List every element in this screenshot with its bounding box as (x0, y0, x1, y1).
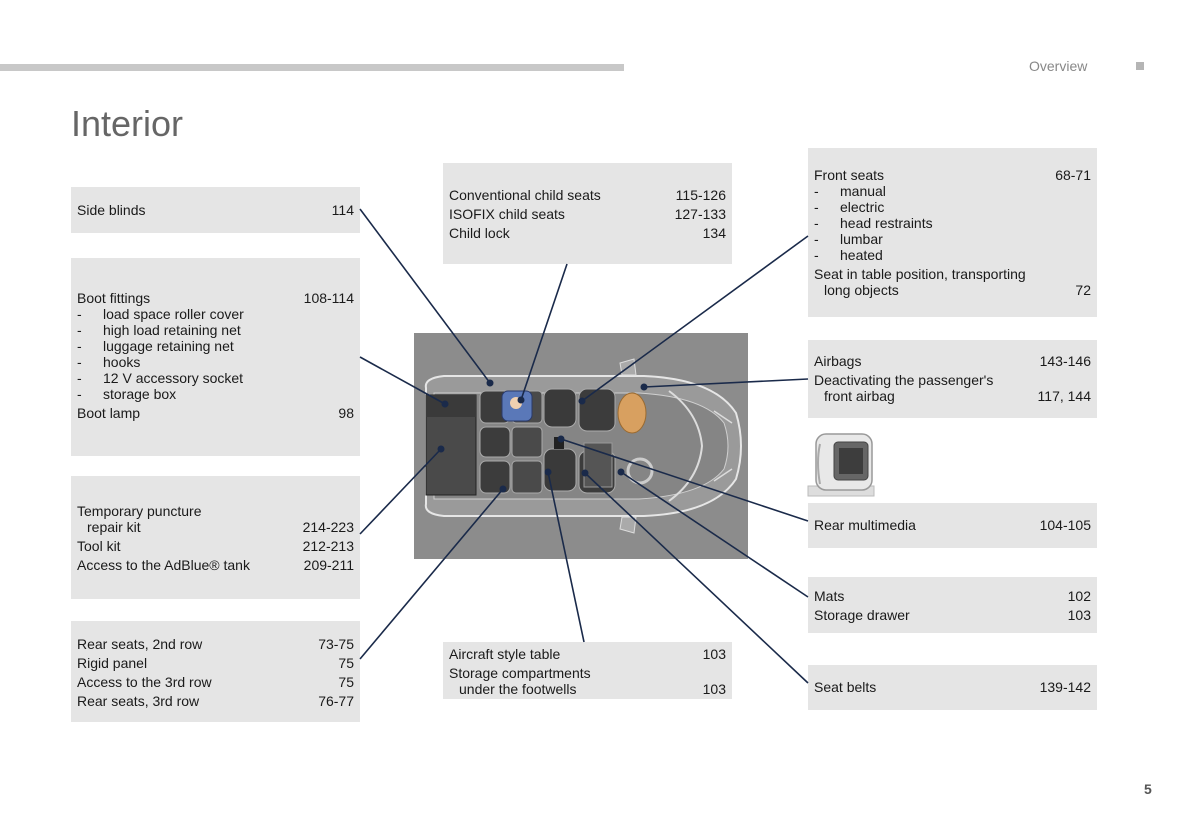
front-seats-sub-item: -electric (814, 199, 885, 215)
page-ref: 75 (338, 655, 354, 671)
front-seats-sub-item: -head restraints (814, 215, 933, 231)
boot-sub-item: -high load retaining net (77, 322, 241, 338)
car-interior-diagram (414, 333, 748, 559)
page-ref: 103 (702, 646, 726, 662)
page-ref: 139-142 (1039, 679, 1091, 695)
page-ref: 68-71 (1055, 167, 1091, 183)
boot-lamp-row: Boot lamp 98 (77, 405, 354, 421)
page-ref: 108-114 (303, 290, 354, 306)
page-ref: 72 (1075, 282, 1091, 298)
page-ref: 114 (331, 202, 354, 218)
section-marker (1136, 62, 1144, 70)
boot-sub-item: -12 V accessory socket (77, 370, 244, 386)
boot-fittings-box: Boot fittings 108-114 -load space roller… (71, 258, 360, 456)
table-row: Storage compartments (449, 665, 591, 681)
side-blinds-box: Side blinds 114 (71, 187, 360, 233)
page-ref: 115-126 (675, 187, 726, 203)
page-ref: 103 (1067, 607, 1091, 623)
front-seats-sub-item: -manual (814, 183, 886, 199)
page-title: Interior (71, 103, 184, 144)
tools-row: Temporary puncture (77, 503, 202, 519)
page-ref: 98 (338, 405, 354, 421)
boot-fittings-row: Boot fittings 108-114 (77, 290, 354, 306)
boot-sub-item: -load space roller cover (77, 306, 244, 322)
side-blinds-row: Side blinds 114 (77, 202, 354, 218)
page-ref: 209-211 (303, 557, 354, 573)
airbags-row: Deactivating the passenger's (814, 372, 994, 388)
page-ref: 75 (338, 674, 354, 690)
section-label: Overview (1029, 58, 1088, 74)
page-ref: 103 (702, 681, 726, 697)
header-rule (0, 64, 624, 71)
car-top-view-illustration (424, 358, 742, 534)
page-ref: 104-105 (1039, 517, 1091, 533)
page-ref: 143-146 (1039, 353, 1091, 369)
page-ref: 212-213 (302, 538, 354, 554)
boot-sub-item: -luggage retaining net (77, 338, 234, 354)
page-ref: 127-133 (674, 206, 726, 222)
rear-screen-illustration (807, 433, 875, 497)
page-ref: 102 (1067, 588, 1091, 604)
front-seats-sub-item: -lumbar (814, 231, 883, 247)
page-ref: 73-75 (318, 636, 354, 652)
page-number: 5 (1144, 781, 1152, 797)
boot-sub-item: -storage box (77, 386, 177, 402)
page-ref: 117, 144 (1037, 388, 1091, 404)
front-seats-row: Seat in table position, transporting (814, 266, 1026, 282)
boot-sub-item: -hooks (77, 354, 141, 370)
page-ref: 214-223 (302, 519, 354, 535)
page-ref: 76-77 (318, 693, 354, 709)
page-ref: 134 (702, 225, 726, 241)
front-seats-sub-item: -heated (814, 247, 883, 263)
